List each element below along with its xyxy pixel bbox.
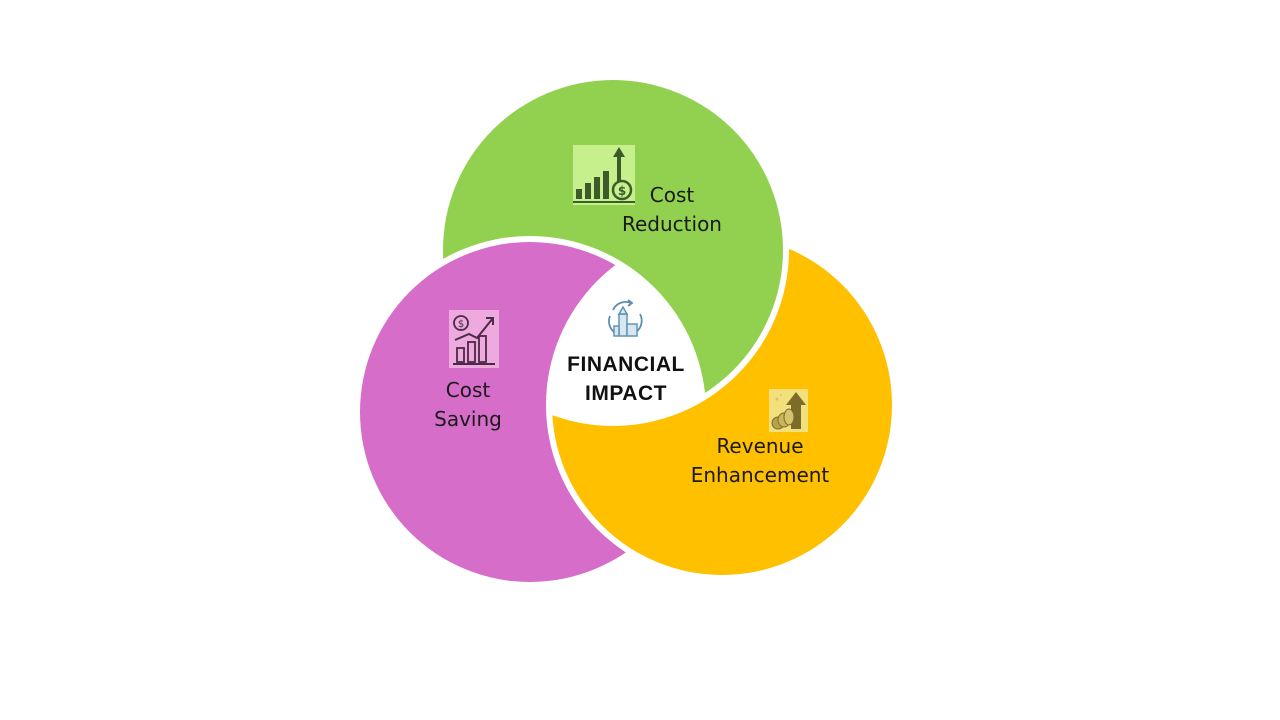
segment-revenue-enhancement xyxy=(552,235,892,575)
label-line2: Saving xyxy=(434,407,502,431)
svg-text:$: $ xyxy=(458,319,464,330)
label-revenue-enhancement: Revenue Enhancement xyxy=(680,432,840,490)
label-line2: Reduction xyxy=(622,212,722,236)
svg-text:$: $ xyxy=(618,184,626,198)
center-label-financial-impact: FINANCIAL IMPACT xyxy=(556,350,696,408)
label-cost-saving: Cost Saving xyxy=(420,376,516,434)
center-line1: FINANCIAL xyxy=(567,353,685,376)
label-line1: Revenue xyxy=(716,434,804,458)
label-line1: Cost xyxy=(649,183,695,207)
label-cost-reduction: Cost Reduction xyxy=(610,181,734,239)
label-line2: Enhancement xyxy=(690,463,830,487)
center-line2: IMPACT xyxy=(585,382,667,405)
label-line1: Cost xyxy=(445,378,491,402)
city-cycle-icon xyxy=(604,298,646,340)
chart-dollar-growth-icon: $ xyxy=(573,145,635,205)
coins-arrow-up-icon xyxy=(769,389,808,432)
dollar-chart-trend-icon: $ xyxy=(449,310,499,368)
